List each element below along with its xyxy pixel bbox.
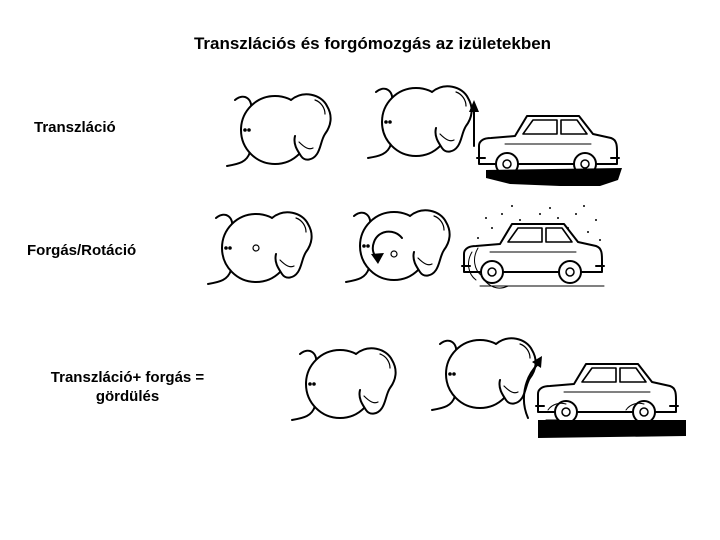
straight-arrow-icon — [469, 100, 479, 147]
page-title: Transzlációs és forgómozgás az izületekb… — [193, 34, 552, 53]
joint-diagram-translation-after — [367, 85, 473, 159]
rotation-arrow-icon — [371, 230, 403, 264]
joint-diagram-translation-before — [226, 93, 332, 167]
row-label-rotation: Forgás/Rotáció — [27, 242, 137, 259]
joint-diagram-rolling-after — [431, 337, 537, 411]
row-rotation-illustration — [207, 205, 605, 289]
road-surface-rolling — [538, 420, 686, 438]
joint-diagram-rotation-after — [345, 209, 451, 283]
spray-dots — [477, 205, 601, 241]
row-label-translation: Transzláció — [34, 119, 116, 136]
dust-swirl-lines — [468, 247, 605, 289]
road-surface — [486, 168, 622, 186]
joint-diagram-rolling-before — [291, 347, 397, 421]
joint-diagram-rotation-before — [207, 211, 313, 285]
curved-arrow-icon — [522, 356, 542, 419]
car-icon-translation — [476, 115, 620, 176]
car-icon-rolling — [535, 363, 679, 424]
row-rolling-illustration — [291, 337, 686, 438]
row-translation-illustration — [226, 85, 622, 186]
car-icon-rotation — [461, 223, 605, 284]
row-label-rolling: Transzláció+ forgás = gördülés — [50, 369, 205, 405]
